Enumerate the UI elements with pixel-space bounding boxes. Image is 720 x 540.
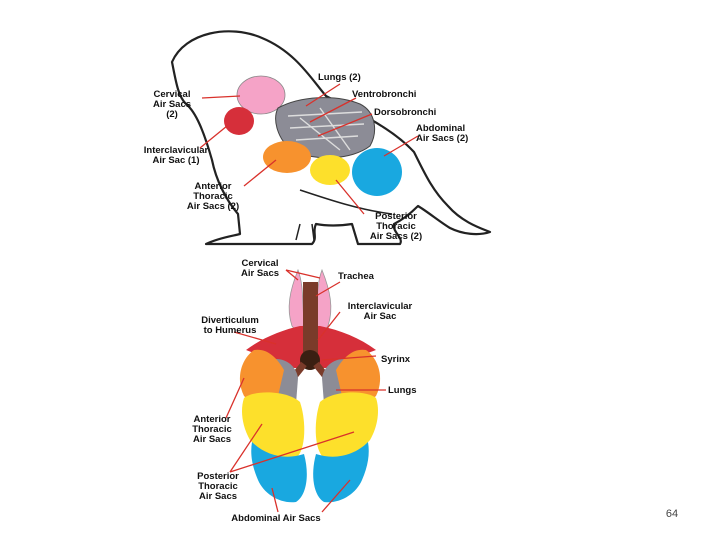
- label-posterior-side: Posterior: [375, 211, 417, 222]
- side-pointers: [199, 83, 419, 215]
- posterior-thoracic-air-sac-left: [242, 392, 305, 458]
- cervical-air-sac-right: [315, 268, 332, 331]
- cervical-air-sac-side: [236, 75, 286, 115]
- label-diverticulum: Diverticulum: [201, 315, 259, 326]
- label-abdominal-side-2: Air Sacs (2): [416, 133, 468, 144]
- trachea: [303, 282, 318, 354]
- page-number: 64: [665, 508, 679, 520]
- posterior-thoracic-air-sac-right: [315, 392, 378, 458]
- label-interclavicular-side-2: Air Sac (1): [153, 155, 200, 166]
- label-anterior-side-2: Thoracic: [193, 191, 233, 202]
- label-cervical-side: Cervical: [154, 89, 191, 100]
- posterior-thoracic-air-sac-side: [310, 155, 350, 185]
- label-interclavicular-ventral-2: Air Sac: [364, 311, 397, 322]
- label-cervical-ventral: Cervical: [242, 258, 279, 269]
- label-cervical-side-3: (2): [166, 109, 178, 120]
- label-posterior-side-3: Air Sacs (2): [370, 231, 422, 242]
- label-diverticulum-2: to Humerus: [204, 325, 257, 336]
- abdominal-air-sac-left: [251, 442, 307, 503]
- label-interclavicular-ventral: Interclavicular: [348, 301, 413, 312]
- label-trachea: Trachea: [338, 271, 375, 282]
- label-dorsobronchi: Dorsobronchi: [374, 107, 436, 118]
- interclavicular-air-sac-side: [224, 107, 254, 135]
- label-posterior-ventral-2: Thoracic: [198, 481, 238, 492]
- label-ventrobronchi: Ventrobronchi: [352, 89, 416, 100]
- label-anterior-side: Anterior: [195, 181, 232, 192]
- label-anterior-ventral: Anterior: [194, 414, 231, 425]
- anterior-thoracic-air-sac-left: [239, 349, 284, 402]
- label-posterior-ventral-3: Air Sacs: [199, 491, 237, 502]
- label-posterior-ventral: Posterior: [197, 471, 239, 482]
- label-lungs-side: Lungs (2): [318, 72, 361, 83]
- abdominal-air-sac-side: [352, 148, 402, 196]
- anterior-thoracic-air-sac-right: [336, 349, 381, 402]
- leg-left: [295, 223, 315, 241]
- label-posterior-side-2: Thoracic: [376, 221, 416, 232]
- anterior-thoracic-air-sac-side: [263, 141, 311, 173]
- label-syrinx: Syrinx: [381, 354, 411, 365]
- abdominal-air-sac-right: [313, 442, 369, 503]
- ventral-pointers: [225, 269, 386, 513]
- label-cervical-ventral-2: Air Sacs: [241, 268, 279, 279]
- label-cervical-side-2: Air Sacs: [153, 99, 191, 110]
- label-anterior-ventral-2: Thoracic: [192, 424, 232, 435]
- label-interclavicular-side: Interclavicular: [144, 145, 209, 156]
- label-anterior-ventral-3: Air Sacs: [193, 434, 231, 445]
- label-abdominal-ventral: Abdominal Air Sacs: [231, 513, 320, 524]
- label-anterior-side-3: Air Sacs (2): [187, 201, 239, 212]
- label-abdominal-side: Abdominal: [416, 123, 465, 134]
- label-lungs-ventral: Lungs: [388, 385, 417, 396]
- side-view: Cervical Air Sacs (2) Lungs (2) Ventrobr…: [144, 30, 492, 246]
- ventral-view: Cervical Air Sacs Trachea Diverticulum t…: [192, 258, 416, 524]
- wing-line: [299, 189, 393, 215]
